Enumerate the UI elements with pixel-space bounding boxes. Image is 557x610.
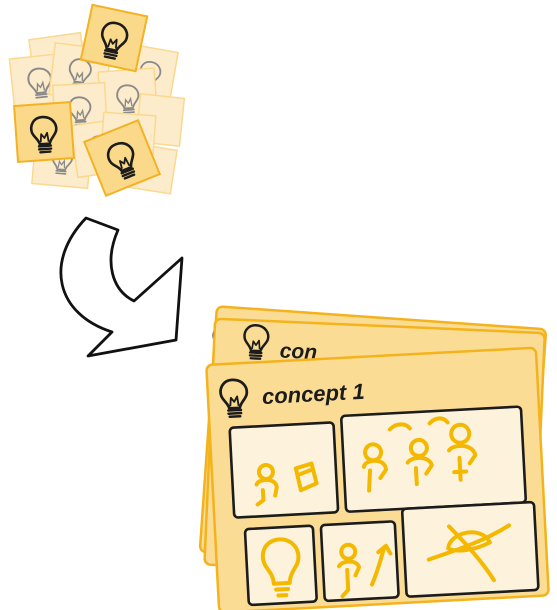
idea-note	[81, 5, 147, 71]
storyboard-panel	[341, 407, 526, 512]
concept-stack: con concept 1	[199, 306, 549, 610]
storyboard-panel	[321, 521, 399, 601]
idea-note	[14, 102, 74, 162]
storyboard-panel	[245, 526, 317, 605]
storyboard-panel	[230, 422, 339, 517]
concept-card-front: concept 1	[206, 348, 549, 610]
idea-notes-cluster	[9, 5, 184, 196]
curved-arrow-icon	[54, 218, 182, 356]
storyboard-panel	[402, 502, 538, 597]
